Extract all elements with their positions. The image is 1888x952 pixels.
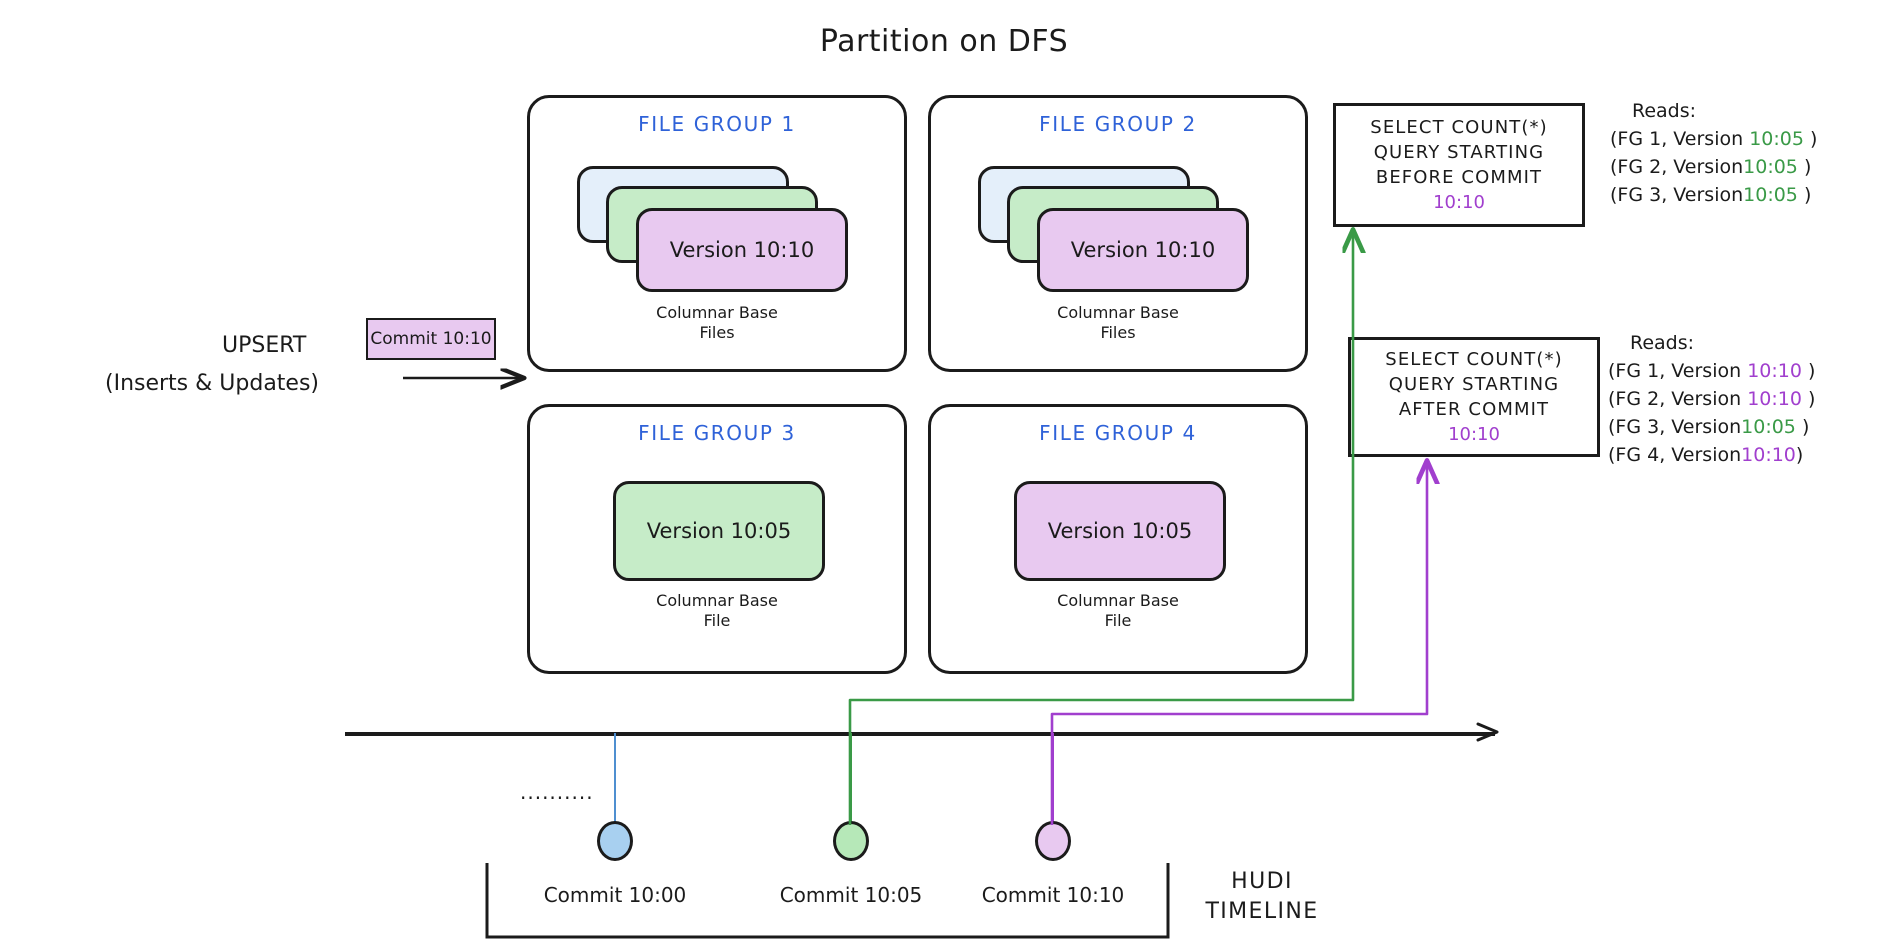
timeline-dot-commit-2[interactable]	[833, 821, 869, 861]
file-group-3-card-v1[interactable]: Version 10:05	[613, 481, 825, 581]
file-group-2-caption-line1: Columnar Base	[1057, 303, 1179, 322]
hudi-timeline-label: HUDI TIMELINE	[1182, 867, 1342, 927]
file-group-1-box[interactable]: FILE GROUP 1 Version 10:10 Columnar Base…	[527, 95, 907, 372]
reads-1-row-1-version: 10:05	[1749, 128, 1804, 150]
reads-2-row-4-version: 10:10	[1741, 444, 1796, 466]
upsert-sublabel: (Inserts & Updates)	[105, 371, 320, 396]
file-group-3-caption-line1: Columnar Base	[656, 591, 778, 610]
file-group-1-card-v3-label: Version 10:10	[669, 238, 815, 262]
reads-1-row-1: (FG 1, Version 10:05 )	[1610, 125, 1817, 153]
timeline-label-commit-1: Commit 10:00	[543, 883, 687, 907]
query-2-line-3: AFTER COMMIT	[1398, 399, 1550, 420]
file-group-1-title: FILE GROUP 1	[638, 112, 796, 136]
file-group-2-box[interactable]: FILE GROUP 2 Version 10:10 Columnar Base…	[928, 95, 1308, 372]
reads-1-row-1-suffix: )	[1803, 128, 1818, 150]
file-group-1-caption: Columnar Base Files	[530, 303, 904, 343]
reads-1-row-2-prefix: (FG 2, Version	[1610, 156, 1744, 178]
file-group-3-card-v1-label: Version 10:05	[646, 519, 792, 543]
reads-1-row-2: (FG 2, Version10:05 )	[1610, 153, 1817, 181]
file-group-4-box[interactable]: FILE GROUP 4 Version 10:05 Columnar Base…	[928, 404, 1308, 674]
timeline-dot-commit-3[interactable]	[1035, 821, 1071, 861]
file-group-2-caption: Columnar Base Files	[931, 303, 1305, 343]
timeline-ellipsis: ..........	[520, 780, 594, 804]
query-box-after-commit[interactable]: SELECT COUNT(*) QUERY STARTING AFTER COM…	[1348, 337, 1600, 457]
reads-1-heading: Reads:	[1632, 100, 1697, 122]
reads-2-row-3: (FG 3, Version10:05 )	[1608, 413, 1815, 441]
query-1-line-2: QUERY STARTING	[1373, 142, 1545, 163]
reads-2-row-1: (FG 1, Version 10:10 )	[1608, 357, 1815, 385]
reads-1-row-3-prefix: (FG 3, Version	[1610, 184, 1744, 206]
timeline-axis	[345, 732, 1495, 736]
reads-1-row-2-version: 10:05	[1743, 156, 1798, 178]
file-group-4-card-v1-label: Version 10:05	[1047, 519, 1193, 543]
reads-1-row-3-version: 10:05	[1743, 184, 1798, 206]
reads-block-after-commit: Reads: (FG 1, Version 10:10 ) (FG 2, Ver…	[1608, 330, 1815, 469]
commit-chip-label: Commit 10:10	[370, 329, 492, 349]
reads-1-row-3: (FG 3, Version10:05 )	[1610, 181, 1817, 209]
reads-2-row-3-version: 10:05	[1741, 416, 1796, 438]
timeline-label-commit-3: Commit 10:10	[981, 883, 1125, 907]
file-group-4-caption-line2: File	[1104, 611, 1132, 630]
reads-1-row-3-suffix: )	[1797, 184, 1812, 206]
reads-2-row-1-suffix: )	[1801, 360, 1816, 382]
reads-2-row-1-version: 10:10	[1747, 360, 1802, 382]
query-1-timestamp: 10:10	[1433, 192, 1485, 213]
timeline-label-commit-2: Commit 10:05	[779, 883, 923, 907]
query-2-line-1: SELECT COUNT(*)	[1385, 349, 1563, 370]
reads-2-row-3-suffix: )	[1795, 416, 1810, 438]
page-title: Partition on DFS	[819, 24, 1069, 59]
query-1-line-3: BEFORE COMMIT	[1375, 167, 1543, 188]
file-group-1-card-v3[interactable]: Version 10:10	[636, 208, 848, 292]
timeline-stem-commit-1	[614, 733, 616, 825]
reads-2-row-4: (FG 4, Version10:10)	[1608, 441, 1815, 469]
timeline-stem-commit-2	[850, 733, 852, 825]
file-group-4-card-v1[interactable]: Version 10:05	[1014, 481, 1226, 581]
file-group-1-caption-line2: Files	[699, 323, 735, 342]
file-group-3-caption: Columnar Base File	[530, 591, 904, 631]
file-group-2-caption-line2: Files	[1100, 323, 1136, 342]
file-group-4-caption: Columnar Base File	[931, 591, 1305, 631]
reads-1-row-1-prefix: (FG 1, Version	[1610, 128, 1750, 150]
reads-block-before-commit: Reads: (FG 1, Version 10:05 ) (FG 2, Ver…	[1610, 98, 1817, 209]
reads-2-heading: Reads:	[1630, 332, 1695, 354]
upsert-label: UPSERT	[222, 333, 307, 358]
hudi-timeline-label-line1: HUDI	[1231, 869, 1293, 894]
timeline-stem-commit-3	[1052, 733, 1054, 825]
reads-2-row-2: (FG 2, Version 10:10 )	[1608, 385, 1815, 413]
file-group-2-card-v3[interactable]: Version 10:10	[1037, 208, 1249, 292]
reads-2-row-4-prefix: (FG 4, Version	[1608, 444, 1742, 466]
reads-2-row-3-prefix: (FG 3, Version	[1608, 416, 1742, 438]
reads-2-row-2-prefix: (FG 2, Version	[1608, 388, 1748, 410]
query-box-before-commit[interactable]: SELECT COUNT(*) QUERY STARTING BEFORE CO…	[1333, 103, 1585, 227]
file-group-2-title: FILE GROUP 2	[1039, 112, 1197, 136]
file-group-2-card-v3-label: Version 10:10	[1070, 238, 1216, 262]
query-1-line-1: SELECT COUNT(*)	[1370, 117, 1548, 138]
file-group-3-title: FILE GROUP 3	[638, 421, 796, 445]
file-group-4-title: FILE GROUP 4	[1039, 421, 1197, 445]
file-group-1-caption-line1: Columnar Base	[656, 303, 778, 322]
reads-1-row-2-suffix: )	[1797, 156, 1812, 178]
hudi-timeline-label-line2: TIMELINE	[1205, 899, 1319, 924]
file-group-3-box[interactable]: FILE GROUP 3 Version 10:05 Columnar Base…	[527, 404, 907, 674]
file-group-3-caption-line2: File	[703, 611, 731, 630]
timeline-dot-commit-1[interactable]	[597, 821, 633, 861]
file-group-4-caption-line1: Columnar Base	[1057, 591, 1179, 610]
reads-2-row-4-suffix: )	[1795, 444, 1804, 466]
reads-2-row-2-suffix: )	[1801, 388, 1816, 410]
reads-2-row-1-prefix: (FG 1, Version	[1608, 360, 1748, 382]
query-2-line-2: QUERY STARTING	[1388, 374, 1560, 395]
commit-chip[interactable]: Commit 10:10	[366, 318, 496, 360]
reads-2-row-2-version: 10:10	[1747, 388, 1802, 410]
query-2-timestamp: 10:10	[1448, 424, 1500, 445]
